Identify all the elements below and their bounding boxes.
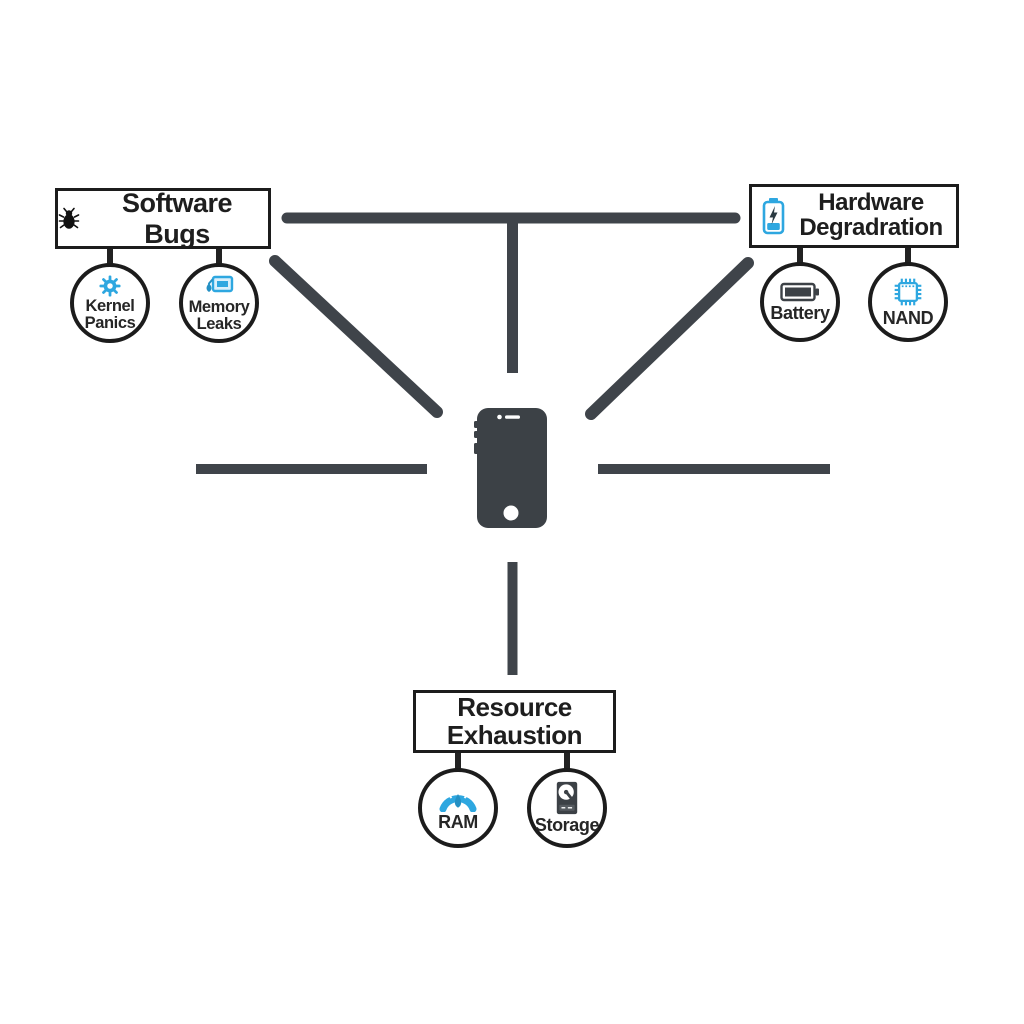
leaf-kernel-panics: Kernel Panics [70,263,150,343]
leaf-memory-leaks: Memory Leaks [179,263,259,343]
link-diagonal-left [269,255,443,418]
link-diagonal-right [585,257,754,420]
smartphone-icon [474,408,547,528]
battery-icon [780,281,820,303]
memory-leak-icon [204,274,234,298]
leaf-label-memory-leaks: Memory Leaks [188,297,250,333]
chip-icon [892,276,924,308]
battery-charging-icon [761,197,786,235]
leaf-nand: NAND [868,262,948,342]
node-hardware-degradation: Hardware Degradration [749,184,959,248]
bug-icon [58,207,80,231]
node-label-software-bugs: Software Bugs [121,187,233,249]
gear-icon [99,275,121,297]
node-software-bugs: Software Bugs [55,188,271,249]
gauge-icon [436,785,480,812]
leaf-battery: Battery [760,262,840,342]
leaf-label-nand: NAND [882,308,934,329]
hard-drive-icon [554,781,580,815]
leaf-label-battery: Battery [770,303,830,324]
leaf-storage: Storage [527,768,607,848]
leaf-label-storage: Storage [534,815,600,836]
node-label-resource-exhaustion: Resource Exhaustion [446,691,583,750]
leaf-label-ram: RAM [438,811,478,832]
leaf-label-kernel-panics: Kernel Panics [84,296,136,332]
node-label-hardware-degradation: Hardware Degradration [799,189,943,241]
leaf-ram: RAM [418,768,498,848]
node-resource-exhaustion: Resource Exhaustion [413,690,616,753]
